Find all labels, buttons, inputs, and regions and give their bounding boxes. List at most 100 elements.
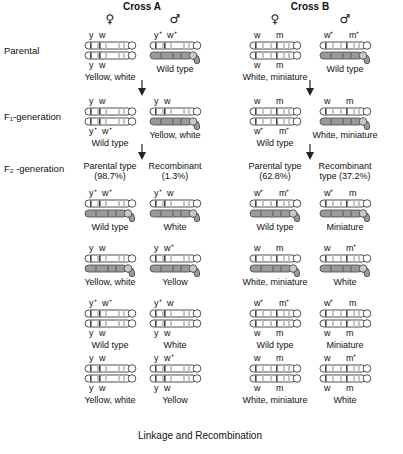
phenotype-label: Miniature: [326, 222, 363, 232]
x-chromosome: [320, 365, 371, 373]
allele-label: y⁺ w: [154, 298, 174, 308]
cross-arrow: [309, 80, 310, 92]
y-chromosome: [150, 210, 197, 219]
y-chromosome: [250, 265, 297, 274]
x-chromosome: [320, 255, 371, 263]
allele-label: w m⁺: [324, 243, 357, 253]
class-header: Recombinant type (37.2%): [311, 161, 379, 182]
x-chromosome: [85, 52, 136, 60]
x-chromosome: [85, 320, 136, 328]
phenotype-label: White: [163, 222, 186, 232]
cross-arrow: [141, 144, 142, 156]
x-chromosome: [250, 108, 301, 116]
generation-label: Parental: [4, 46, 39, 57]
phenotype-label: Wild type: [156, 64, 193, 74]
x-chromosome: [85, 200, 136, 208]
x-chromosome: [320, 42, 371, 50]
phenotype-label: Wild type: [256, 222, 293, 232]
phenotype-label: Miniature: [326, 340, 363, 350]
allele-label: w⁺ m: [324, 188, 357, 198]
x-chromosome: [85, 365, 136, 373]
y-chromosome: [320, 52, 367, 61]
allele-label: y⁺ w⁺: [154, 30, 177, 40]
x-chromosome: [150, 42, 201, 50]
allele-label: y w: [154, 328, 171, 338]
phenotype-label: Wild type: [91, 340, 128, 350]
x-chromosome: [320, 108, 371, 116]
y-chromosome: [150, 52, 197, 61]
x-chromosome: [250, 375, 301, 383]
x-chromosome: [150, 255, 201, 263]
y-chromosome: [250, 210, 297, 219]
allele-label: w⁺ m: [324, 298, 357, 308]
y-chromosome: [85, 210, 132, 219]
x-chromosome: [85, 310, 136, 318]
x-chromosome: [150, 320, 201, 328]
x-chromosome: [85, 375, 136, 383]
phenotype-label: White, miniature: [242, 277, 307, 287]
phenotype-label: Wild type: [91, 138, 128, 148]
x-chromosome: [250, 200, 301, 208]
phenotype-label: Yellow, white: [84, 277, 135, 287]
sex-symbol: ♂: [340, 13, 351, 27]
phenotype-label: Yellow, white: [149, 130, 200, 140]
x-chromosome: [250, 320, 301, 328]
x-chromosome: [85, 118, 136, 126]
x-chromosome: [250, 255, 301, 263]
allele-label: y w: [89, 30, 106, 40]
phenotype-label: Yellow: [162, 277, 188, 287]
allele-label: w m: [254, 383, 284, 393]
x-chromosome: [150, 310, 201, 318]
phenotype-label: Yellow: [162, 395, 188, 405]
x-chromosome: [150, 200, 201, 208]
allele-label: y w⁺: [154, 353, 174, 363]
allele-label: w m: [324, 383, 354, 393]
allele-label: y w: [89, 60, 106, 70]
allele-label: y w⁺: [154, 243, 174, 253]
phenotype-label: Wild type: [256, 138, 293, 148]
phenotype-label: White: [333, 277, 356, 287]
cross-title: Cross B: [291, 1, 329, 13]
phenotype-label: White, miniature: [242, 72, 307, 82]
class-header: Parental type (98.7%): [76, 161, 144, 182]
allele-label: y⁺ w⁺: [89, 298, 112, 308]
allele-label: w m: [254, 30, 284, 40]
allele-label: y w: [154, 383, 171, 393]
generation-label: F₂ -generation: [4, 164, 64, 175]
phenotype-label: White, miniature: [312, 130, 377, 140]
allele-label: y w: [89, 353, 106, 363]
x-chromosome: [150, 365, 201, 373]
allele-label: y⁺ w: [154, 188, 174, 198]
chromosomes: [85, 42, 371, 383]
figure-caption: Linkage and Recombination: [138, 430, 262, 442]
class-header: Parental type (62.8%): [241, 161, 309, 182]
y-chromosome: [150, 265, 197, 274]
allele-label: w⁺ m⁺: [254, 298, 290, 308]
phenotype-label: White: [333, 395, 356, 405]
phenotype-label: Yellow, white: [84, 395, 135, 405]
x-chromosome: [85, 42, 136, 50]
x-chromosome: [320, 375, 371, 383]
x-chromosome: [320, 200, 371, 208]
x-chromosome: [250, 52, 301, 60]
y-chromosome: [320, 265, 367, 274]
phenotype-label: White: [163, 340, 186, 350]
phenotype-label: Wild type: [91, 222, 128, 232]
x-chromosome: [320, 320, 371, 328]
x-chromosome: [250, 42, 301, 50]
phenotype-label: Wild type: [256, 340, 293, 350]
allele-label: w m⁺: [324, 353, 357, 363]
phenotype-label: Wild type: [326, 64, 363, 74]
cross-title: Cross A: [123, 1, 161, 13]
y-chromosome: [85, 265, 132, 274]
allele-label: y w: [89, 328, 106, 338]
y-chromosome: [320, 210, 367, 219]
allele-label: y w: [89, 243, 106, 253]
sex-symbol: ♀: [106, 13, 115, 27]
allele-label: y⁺ w⁺: [89, 126, 112, 136]
x-chromosome: [85, 255, 136, 263]
x-chromosome: [250, 118, 301, 126]
allele-label: y w: [154, 96, 171, 106]
y-chromosome: [320, 118, 367, 127]
allele-label: w m: [324, 96, 354, 106]
